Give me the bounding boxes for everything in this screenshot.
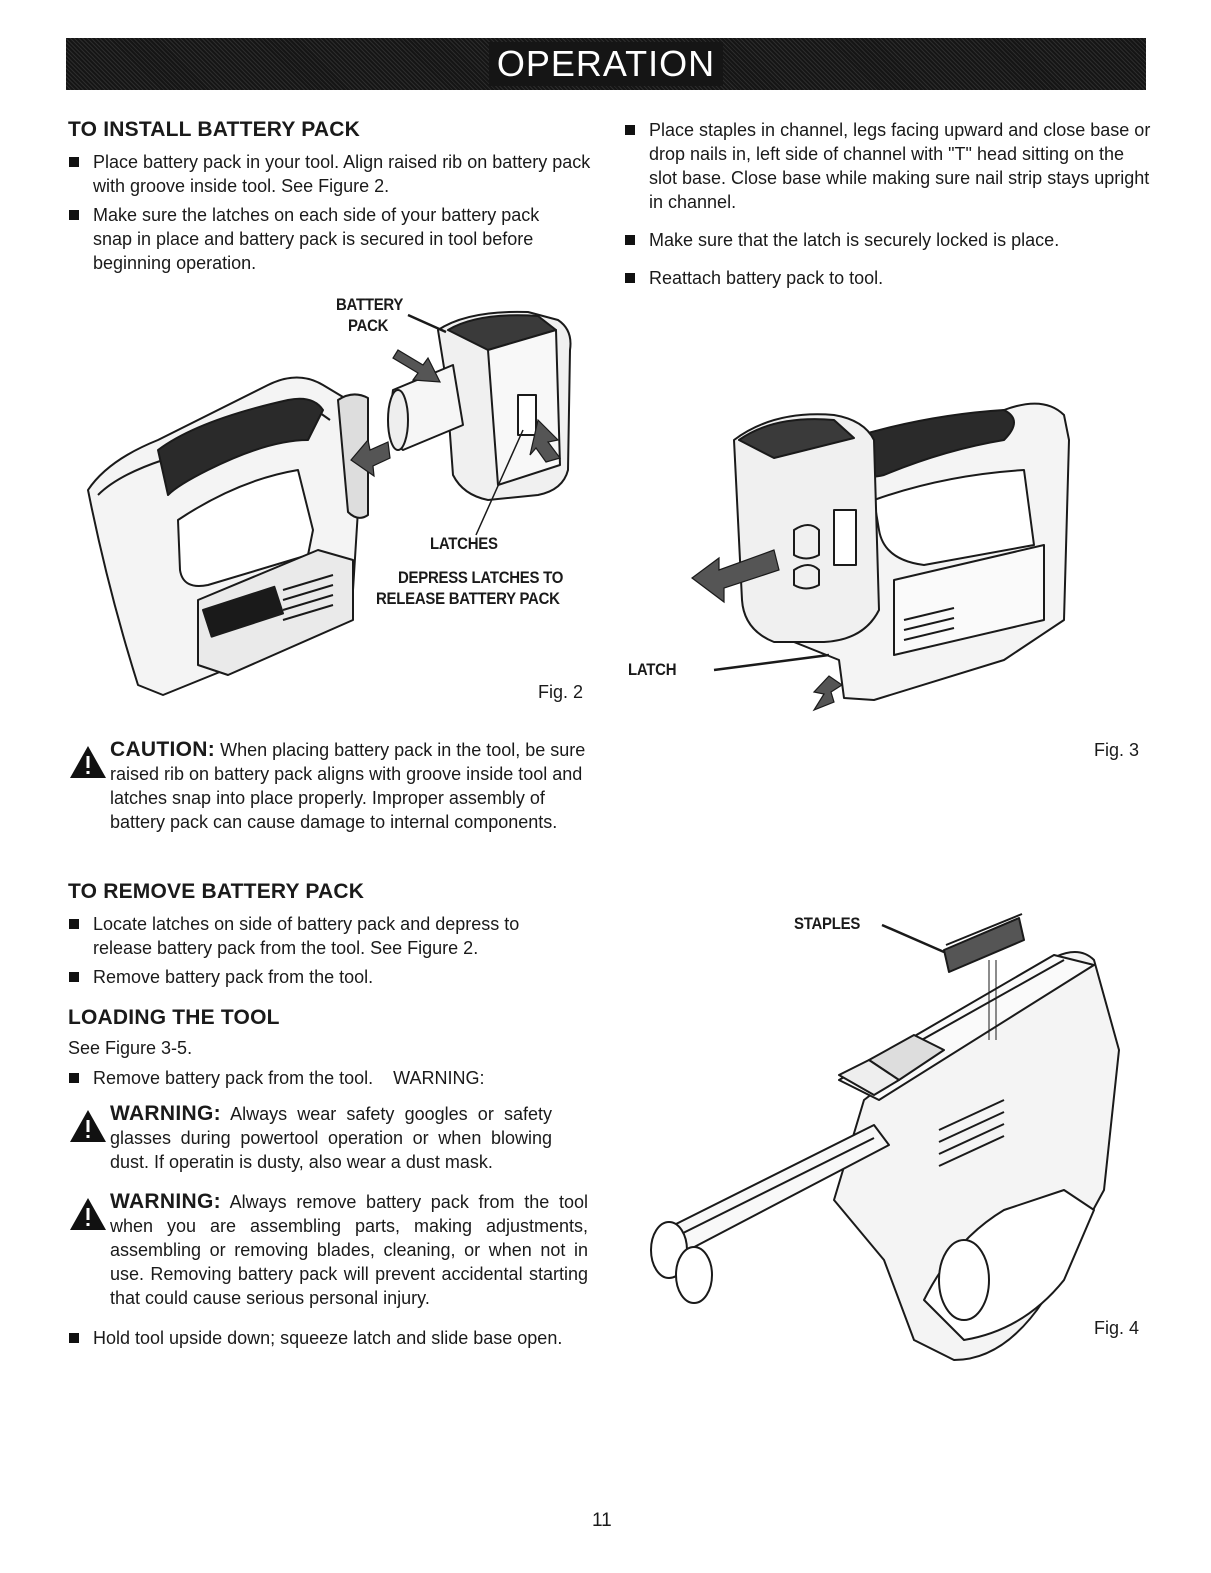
page-number: 11 (592, 1510, 612, 1531)
install-bullet-2: Make sure the latches on each side of yo… (68, 203, 581, 275)
install-heading: TO INSTALL BATTERY PACK (68, 118, 360, 141)
figure-2: BATTERY PACK LATCHES DEPRESS LATCHES TO … (68, 290, 598, 710)
install-section: TO INSTALL BATTERY PACK Place battery pa… (68, 118, 598, 275)
figure-4: STAPLES Fig. 4 (624, 900, 1146, 1370)
warning-triangle-icon (70, 746, 106, 778)
warning-block-2: WARNING: Always remove battery pack from… (68, 1190, 588, 1310)
caution-text: When placing battery pack in the tool, b… (110, 740, 586, 832)
warning-block-1: WARNING: Always wear safety googles or s… (68, 1102, 552, 1174)
caution-block: CAUTION: When placing battery pack in th… (68, 738, 588, 834)
loading-bullet-2: Hold tool upside down; squeeze latch and… (68, 1326, 573, 1350)
figure-3: LATCH Fig. 3 (624, 380, 1146, 760)
figure-2-caption: Fig. 2 (538, 682, 584, 702)
callout-depress-2: RELEASE BATTERY PACK (376, 589, 560, 608)
reattach-bullet: Reattach battery pack to tool. (624, 266, 1144, 290)
caution-label: CAUTION: (110, 738, 216, 761)
warning-2-text: Always remove battery pack from the tool… (110, 1192, 588, 1308)
right-column-steps: Place staples in channel, legs facing up… (624, 118, 1150, 290)
loading-section: LOADING THE TOOL See Figure 3-5. Remove … (68, 1006, 598, 1350)
callout-depress-1: DEPRESS LATCHES TO (398, 568, 564, 587)
callout-latch: LATCH (628, 660, 677, 679)
warning-1-text: Always wear safety googles or safety gla… (110, 1104, 552, 1172)
header-banner: OPERATION (66, 38, 1146, 90)
stapler-loading-staples-illustration (650, 913, 1120, 1361)
brand-plate (202, 585, 284, 638)
figure-4-caption: Fig. 4 (1094, 1318, 1140, 1338)
warning-triangle-icon (70, 1198, 106, 1230)
callout-pack: PACK (348, 316, 389, 335)
callout-latches: LATCHES (430, 534, 498, 553)
stapler-base-open-illustration (690, 402, 1070, 712)
remove-bullet-2: Remove battery pack from the tool. (68, 965, 598, 989)
figure-3-caption: Fig. 3 (1094, 740, 1140, 760)
warning-1-label: WARNING: (110, 1102, 221, 1125)
install-bullet-1: Place battery pack in your tool. Align r… (68, 150, 598, 198)
warning-2-label: WARNING: (110, 1190, 221, 1213)
latch-bullet: Make sure that the latch is securely loc… (624, 228, 1144, 252)
stapler-battery-insert-illustration (87, 310, 572, 696)
loading-bullet-1: Remove battery pack from the tool. WARNI… (68, 1066, 598, 1090)
callout-battery: BATTERY (336, 295, 404, 314)
page-title: OPERATION (488, 42, 724, 86)
loading-heading: LOADING THE TOOL (68, 1006, 280, 1029)
callout-staples: STAPLES (794, 914, 861, 933)
staples-bullet: Place staples in channel, legs facing up… (624, 118, 1154, 214)
loading-see-figure: See Figure 3-5. (68, 1038, 193, 1058)
remove-bullet-1: Locate latches on side of battery pack a… (68, 912, 583, 960)
warning-triangle-icon (70, 1110, 106, 1142)
remove-heading: TO REMOVE BATTERY PACK (68, 880, 365, 903)
remove-section: TO REMOVE BATTERY PACK Locate latches on… (68, 880, 598, 989)
